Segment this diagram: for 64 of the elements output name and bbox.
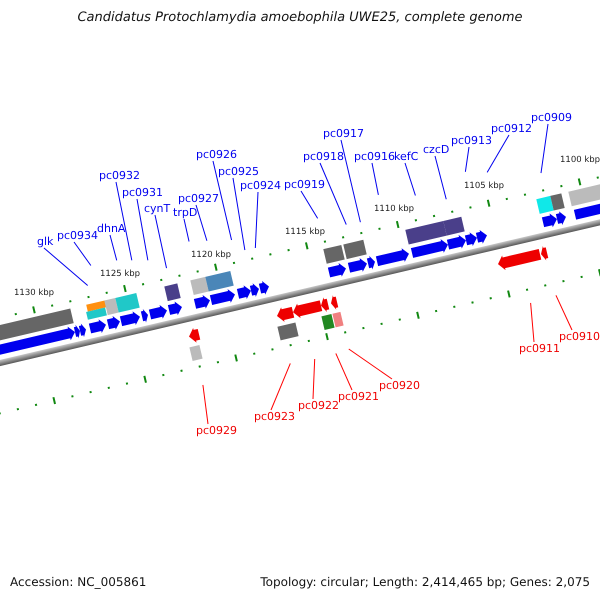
leader-line bbox=[530, 302, 534, 342]
leader-line bbox=[110, 234, 118, 261]
leader-line bbox=[348, 348, 392, 380]
gene-label: kefC bbox=[394, 151, 418, 162]
gene-label: pc0920 bbox=[379, 380, 420, 391]
accession-text: Accession: NC_005861 bbox=[10, 576, 146, 588]
gene-label: pc0923 bbox=[254, 411, 296, 422]
scale-label: 1130 kbp bbox=[14, 288, 54, 297]
leader-line bbox=[540, 124, 548, 174]
leader-line bbox=[404, 162, 416, 196]
gene-label: pc0917 bbox=[323, 128, 364, 139]
leader-line bbox=[212, 160, 232, 241]
gene-label: pc0922 bbox=[298, 400, 340, 411]
leader-line bbox=[340, 140, 361, 223]
gene-label: dhnA bbox=[97, 223, 126, 234]
leader-line bbox=[154, 214, 168, 269]
gene-label: pc0919 bbox=[284, 179, 326, 190]
scale-label: 1100 kbp bbox=[560, 156, 600, 164]
summary-text: Topology: circular; Length: 2,414,465 bp; Genes: 2,075 bbox=[260, 576, 590, 588]
leader-line bbox=[44, 248, 88, 286]
title: Candidatus Protochlamydia amoebophila UWE25, complete genome bbox=[76, 11, 524, 24]
gene-label: pc0929 bbox=[196, 425, 238, 436]
gene-label: pc0924 bbox=[240, 180, 282, 191]
leader-line bbox=[136, 198, 148, 261]
leader-line bbox=[202, 384, 208, 424]
gene-label: pc0925 bbox=[218, 166, 260, 177]
leader-line bbox=[486, 134, 510, 173]
leader-line bbox=[335, 352, 352, 390]
scale-label: 1125 kbp bbox=[100, 270, 140, 278]
gene-label: pc0921 bbox=[338, 391, 380, 402]
scale-label: 1105 kbp bbox=[464, 182, 504, 190]
leader-line bbox=[74, 242, 92, 266]
gene-label: pc0934 bbox=[57, 230, 98, 241]
leader-line bbox=[116, 182, 132, 261]
gene-label: pc0916 bbox=[354, 151, 396, 162]
scale-label: 1120 kbp bbox=[191, 250, 232, 259]
gene-label: cynT bbox=[144, 203, 170, 214]
gene-label: pc0932 bbox=[99, 170, 140, 181]
gene-label: pc0913 bbox=[451, 135, 492, 146]
leader-line bbox=[312, 358, 316, 400]
gene-label: trpD bbox=[173, 207, 198, 218]
gene-label: glk bbox=[37, 236, 54, 247]
leader-line bbox=[184, 218, 190, 242]
gene-label: pc0918 bbox=[303, 151, 344, 162]
leader-line bbox=[372, 162, 379, 196]
gene-label: pc0910 bbox=[559, 331, 600, 342]
leader-line bbox=[254, 192, 258, 248]
gene-label: pc0912 bbox=[491, 123, 532, 134]
leader-line bbox=[555, 294, 572, 330]
scale-label: 1115 kbp bbox=[285, 228, 326, 236]
leader-line bbox=[464, 146, 470, 172]
gene-label: pc0926 bbox=[196, 149, 238, 160]
gene-label: czcD bbox=[423, 144, 450, 155]
leader-line bbox=[232, 178, 246, 251]
leader-line bbox=[434, 156, 447, 200]
gene-label: pc0911 bbox=[519, 343, 560, 354]
leader-line bbox=[196, 204, 208, 242]
leader-line bbox=[300, 190, 318, 219]
scale-label: 1110 kbp bbox=[374, 204, 414, 213]
gene-label: pc0931 bbox=[122, 187, 164, 198]
gene-label: pc0927 bbox=[178, 193, 220, 204]
leader-line bbox=[270, 362, 291, 410]
leader-line bbox=[320, 162, 347, 226]
gene-label: pc0909 bbox=[531, 112, 572, 123]
